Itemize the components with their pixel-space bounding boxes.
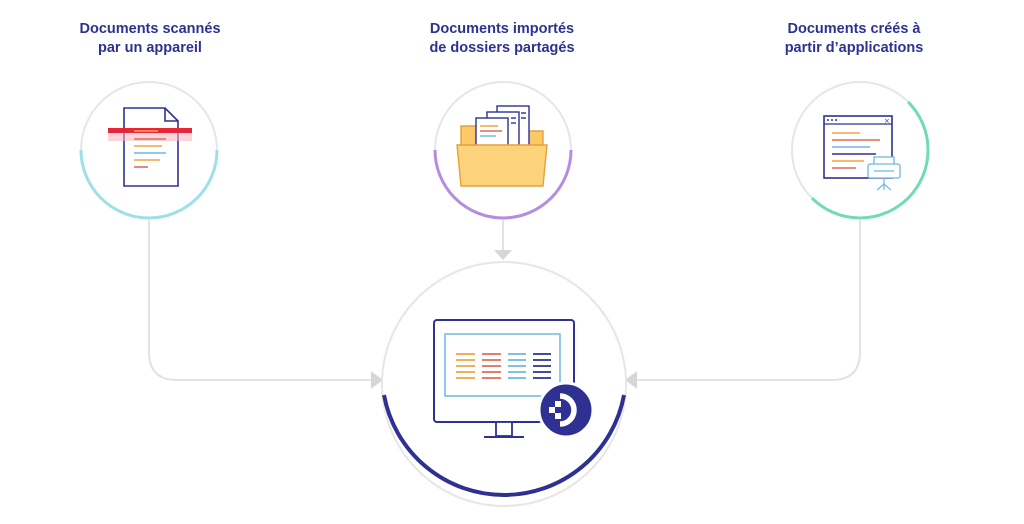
connector-right xyxy=(636,220,861,381)
monitor-with-logo-icon xyxy=(433,319,595,439)
svg-text:×: × xyxy=(884,117,890,125)
label-scanned-documents: Documents scannés par un appareil xyxy=(40,20,260,58)
circle-apps-accent xyxy=(810,100,930,220)
scanned-document-icon xyxy=(108,107,192,187)
brand-logo-badge xyxy=(537,381,595,439)
label-shared-line-2: de dossiers partagés xyxy=(429,40,575,56)
arrowheads xyxy=(371,250,637,389)
label-shared-line-1: Documents importés xyxy=(429,21,575,37)
label-scanned-line-2: par un appareil xyxy=(98,40,202,56)
circle-scanned-accent xyxy=(79,149,219,220)
shared-folder-icon xyxy=(456,105,548,187)
label-application-documents: Documents créés à partir d’applications xyxy=(744,20,964,58)
circle-shared-accent xyxy=(433,149,573,220)
application-print-icon: × xyxy=(823,115,901,191)
label-scanned-line-1: Documents scannés xyxy=(79,21,221,37)
connector-left xyxy=(148,220,372,381)
connectors xyxy=(148,220,861,381)
label-apps-line-1: Documents créés à xyxy=(787,21,921,37)
arrowhead-middle xyxy=(494,250,512,260)
circle-target-accent xyxy=(382,394,626,497)
label-apps-line-2: partir d’applications xyxy=(784,40,924,56)
arrowhead-left xyxy=(371,371,383,389)
label-shared-folder-documents: Documents importés de dossiers partagés xyxy=(392,20,612,58)
arrowhead-right xyxy=(625,371,637,389)
